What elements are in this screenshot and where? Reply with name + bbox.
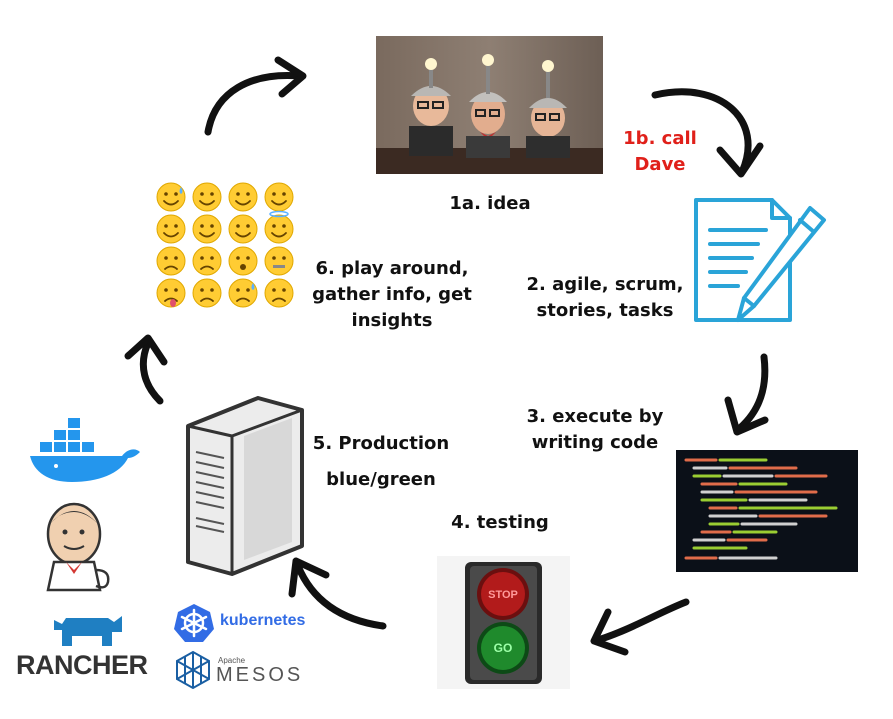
code-screen-image (676, 450, 858, 572)
mesos-logo-icon (174, 650, 212, 690)
emoji-grid (154, 180, 294, 310)
step-2-line2: stories, tasks (520, 298, 690, 324)
hushed-emoji-icon (229, 247, 257, 275)
step-5-line2: blue/green (306, 462, 456, 498)
step-2-line1: 2. agile, scrum, (520, 272, 690, 298)
mesos-logo-text: MESOS (216, 664, 303, 687)
step-6-line1: 6. play around, (302, 256, 482, 282)
step-1b-line1: 1b. call (610, 126, 710, 152)
pensive-emoji-icon (265, 279, 293, 307)
disappointed-relieved-emoji-icon (193, 247, 221, 275)
traffic-light-image: STOP GO (437, 556, 570, 689)
slight-smile-emoji-icon (193, 215, 221, 243)
arrow-3-to-4 (598, 602, 686, 640)
hugging-emoji-icon (229, 215, 257, 243)
docker-logo-icon (28, 418, 146, 484)
step-6-line2: gather info, get (302, 282, 482, 308)
unamused-emoji-icon (193, 279, 221, 307)
server-icon (184, 396, 306, 576)
arrow-4-to-5 (298, 566, 383, 626)
step-4-label: 4. testing (440, 510, 560, 536)
tongue-out-emoji-icon (157, 279, 185, 307)
go-text: GO (494, 641, 513, 655)
step-1a-text: 1a. idea (430, 191, 550, 217)
step-5-label: 5. Production blue/green (306, 426, 456, 498)
jenkins-logo-icon (40, 500, 114, 592)
step-3-line1: 3. execute by (515, 404, 675, 430)
step-1a-label: 1a. idea (430, 191, 550, 217)
step-6-line3: insights (302, 308, 482, 334)
wink-emoji-icon (229, 183, 257, 211)
idea-photo (376, 36, 603, 174)
step-1b-label: 1b. call Dave (610, 126, 710, 178)
downcast-sweat-emoji-icon (229, 279, 257, 307)
step-4-text: 4. testing (440, 510, 560, 536)
rancher-logo-text: RANCHER (16, 650, 148, 681)
smile-emoji-icon (265, 183, 293, 211)
kubernetes-logo-text: kubernetes (220, 612, 305, 630)
halo-emoji-icon (265, 212, 293, 244)
arrow-2-to-3 (740, 357, 765, 428)
step-3-label: 3. execute by writing code (515, 404, 675, 456)
relaxed-emoji-icon (157, 215, 185, 243)
step-5-line1: 5. Production (306, 426, 456, 462)
step-3-line2: writing code (515, 430, 675, 456)
kubernetes-logo-icon (174, 602, 214, 642)
arrow-6-to-1 (208, 75, 300, 132)
notepad-pencil-icon (692, 194, 832, 329)
step-1b-line2: Dave (610, 152, 710, 178)
confounded-emoji-icon (157, 247, 185, 275)
rancher-bull-icon (50, 614, 126, 650)
zipper-mouth-emoji-icon (265, 247, 293, 275)
laughing-emoji-icon (193, 183, 221, 211)
sweat-smile-emoji-icon (157, 183, 185, 211)
step-2-label: 2. agile, scrum, stories, tasks (520, 272, 690, 324)
step-6-label: 6. play around, gather info, get insight… (302, 256, 482, 334)
stop-text: STOP (488, 589, 518, 601)
